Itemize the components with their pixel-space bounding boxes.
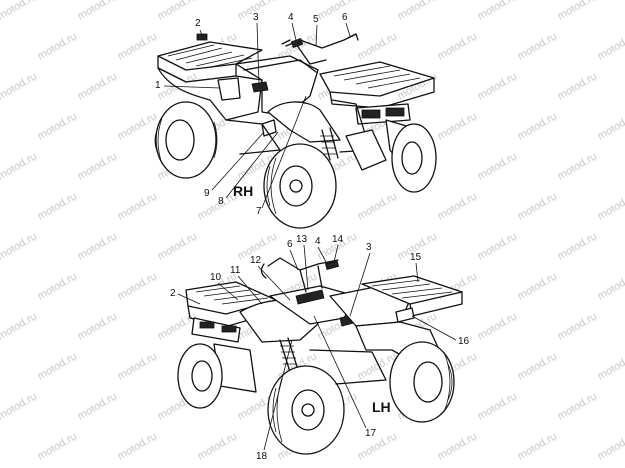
watermark-text: motod.ru: [76, 230, 120, 262]
watermark-text: motod.ru: [36, 30, 80, 62]
watermark-text: motod.ru: [556, 230, 600, 262]
watermark-text: motod.ru: [316, 0, 360, 23]
watermark-text: motod.ru: [356, 30, 400, 62]
callout-label: 1: [155, 80, 161, 91]
watermark-text: motod.ru: [356, 190, 400, 222]
watermark-text: motod.ru: [396, 0, 440, 23]
side-label-lh: LH: [372, 399, 391, 415]
watermark-text: motod.ru: [476, 390, 520, 422]
callout-label: 18: [256, 451, 268, 462]
watermark-text: motod.ru: [76, 150, 120, 182]
watermark-text: motod.ru: [476, 0, 520, 23]
callout-label: 17: [365, 428, 377, 439]
watermark-text: motod.ru: [516, 430, 560, 462]
watermark-text: motod.ru: [36, 270, 80, 302]
callout-label: 2: [195, 18, 201, 29]
watermark-text: motod.ru: [516, 30, 560, 62]
watermark-text: motod.ru: [36, 350, 80, 382]
watermark-text: motod.ru: [0, 230, 39, 262]
watermark-text: motod.ru: [436, 430, 480, 462]
watermark-text: motod.ru: [596, 430, 625, 462]
callout-label: 10: [210, 272, 222, 283]
callout-label: 8: [218, 196, 224, 207]
watermark-text: motod.ru: [556, 0, 600, 23]
watermark-text: motod.ru: [476, 230, 520, 262]
watermark-text: motod.ru: [596, 350, 625, 382]
callout-label: 6: [287, 239, 293, 250]
callout-label: 3: [366, 242, 372, 253]
watermark-text: motod.ru: [36, 190, 80, 222]
callout-label: 4: [288, 12, 294, 23]
callout-label: 6: [342, 12, 348, 23]
watermark-text: motod.ru: [116, 270, 160, 302]
lh-callouts: 2 10 11 12 6 13 4 14 3 15 16 17: [170, 234, 470, 462]
watermark-text: motod.ru: [516, 270, 560, 302]
watermark-text: motod.ru: [596, 110, 625, 142]
callout-label: 12: [250, 255, 262, 266]
watermark-text: motod.ru: [76, 0, 120, 23]
callout-label: 9: [204, 188, 210, 199]
watermark-text: motod.ru: [436, 110, 480, 142]
watermark-text: motod.ru: [0, 150, 39, 182]
watermark-text: motod.ru: [36, 110, 80, 142]
callout-label: 15: [410, 252, 422, 263]
callout-label: 14: [332, 234, 344, 245]
watermark-text: motod.ru: [596, 270, 625, 302]
watermark-text: motod.ru: [116, 190, 160, 222]
callout-label: 3: [253, 12, 259, 23]
watermark-text: motod.ru: [516, 190, 560, 222]
watermark-text: motod.ru: [476, 310, 520, 342]
watermark-text: motod.ru: [76, 310, 120, 342]
rh-callouts: 1 2 3 4 5 6 9 8 7 RH: [155, 12, 351, 217]
watermark-text: motod.ru: [556, 70, 600, 102]
callout-label: 4: [315, 236, 321, 247]
callout-label: 2: [170, 288, 176, 299]
watermark-text: motod.ru: [0, 70, 39, 102]
watermark-text: motod.ru: [116, 430, 160, 462]
watermark-text: motod.ru: [0, 390, 39, 422]
watermark-text: motod.ru: [516, 350, 560, 382]
watermark-text: motod.ru: [116, 110, 160, 142]
callout-label: 7: [256, 206, 262, 217]
watermark-text: motod.ru: [0, 310, 39, 342]
watermark-text: motod.ru: [156, 230, 200, 262]
watermark-text: motod.ru: [156, 0, 200, 23]
watermark-text: motod.ru: [116, 30, 160, 62]
watermark-text: motod.ru: [556, 310, 600, 342]
watermark-text: motod.ru: [476, 150, 520, 182]
watermark-text: motod.ru: [436, 190, 480, 222]
callout-label: 11: [230, 265, 241, 276]
watermark-text: motod.ru: [0, 0, 39, 23]
callout-label: 13: [296, 234, 308, 245]
watermark-text: motod.ru: [516, 110, 560, 142]
callout-label: 16: [458, 336, 470, 347]
side-label-rh: RH: [233, 183, 253, 199]
watermark-text: motod.ru: [556, 150, 600, 182]
callout-label: 5: [313, 14, 319, 25]
watermark-text: motod.ru: [356, 430, 400, 462]
watermark-text: motod.ru: [116, 350, 160, 382]
watermark-text: motod.ru: [76, 70, 120, 102]
watermark-text: motod.ru: [436, 30, 480, 62]
watermark-text: motod.ru: [76, 390, 120, 422]
watermark-text: motod.ru: [596, 30, 625, 62]
atv-left-side-view: [177, 257, 463, 455]
atv-right-side-view: [154, 33, 437, 229]
watermark-text: motod.ru: [36, 430, 80, 462]
watermark-text: motod.ru: [476, 70, 520, 102]
watermark-text: motod.ru: [196, 430, 240, 462]
watermark-text: motod.ru: [556, 390, 600, 422]
watermark-text: motod.ru: [596, 190, 625, 222]
